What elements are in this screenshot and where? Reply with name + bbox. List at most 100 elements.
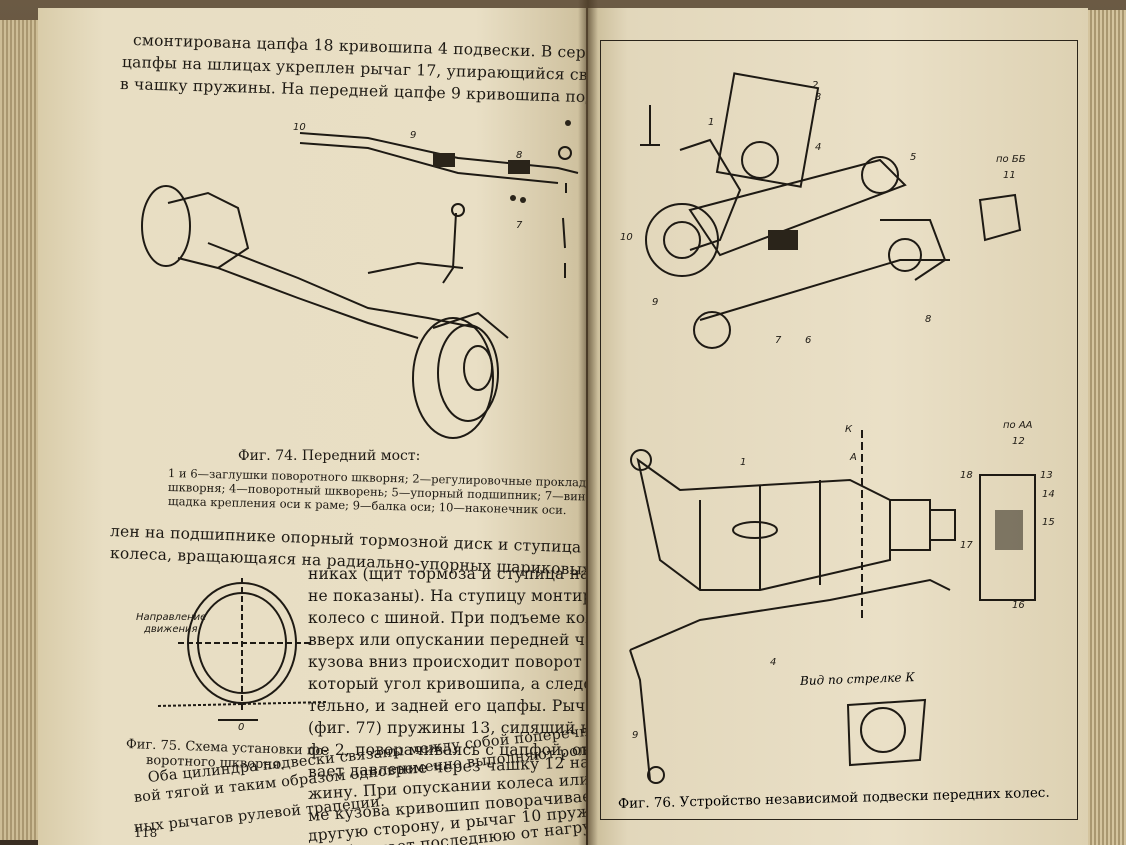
fig76-label: 6 xyxy=(805,335,811,346)
spring-cup xyxy=(741,141,779,179)
fig76-label: 7 xyxy=(775,335,782,346)
text-line: который угол кривошипа, а следова- xyxy=(308,675,586,693)
ground-line xyxy=(157,701,329,707)
fig74-front-axle-drawing: 10 9 8 7 xyxy=(141,120,579,439)
hub-cap xyxy=(463,345,493,391)
fig76-label: 10 xyxy=(620,232,633,243)
cylinder-nose xyxy=(930,509,956,541)
axle-beam xyxy=(207,242,479,329)
text-line: тельно, и задней его цапфы. Рычаг 10 xyxy=(308,697,586,715)
part-pins xyxy=(562,183,567,278)
fig75-kingpin-diagram: Направление движения 0 xyxy=(136,578,329,733)
left-page: смонтирована цапфа 18 кривошипа 4 подвес… xyxy=(38,8,586,845)
section-AA-body xyxy=(979,474,1036,601)
text-line: (фиг. 77) пружины 13, сидящий на цап- xyxy=(308,719,586,737)
knuckle-right xyxy=(432,311,509,339)
wheel-hub-right xyxy=(412,317,494,439)
ball-joint xyxy=(451,203,465,217)
spring-housing xyxy=(715,72,820,188)
axle-beam-exploded-edge xyxy=(299,142,559,184)
text-line: вверх или опускании передней части xyxy=(308,631,586,649)
fig76-label: 3 xyxy=(815,92,821,103)
cylinder-window xyxy=(732,521,778,539)
fig75-dir-label: движения xyxy=(143,624,198,635)
axle-beam-lower xyxy=(217,267,419,339)
section-AA-spring xyxy=(995,510,1023,550)
top-mount xyxy=(630,449,652,471)
section-88-label: по ББ xyxy=(996,154,1026,165)
wheel-hub-inner xyxy=(437,324,499,422)
link-end xyxy=(693,311,731,349)
bracket xyxy=(679,138,742,251)
fig74-label-7: 7 xyxy=(516,220,523,231)
fig76-label: 15 xyxy=(1042,517,1055,528)
fig76-label: 12 xyxy=(1012,436,1025,447)
fig76-label: К xyxy=(845,424,853,435)
spring-pad xyxy=(768,230,798,250)
view-K-circle xyxy=(860,707,906,753)
cylinder-ribs xyxy=(699,480,821,590)
ball-end xyxy=(647,766,665,784)
brake-disc-left xyxy=(141,185,191,267)
page-number: 118 xyxy=(134,826,158,840)
text-line: колесо с шиной. При подъеме колеса xyxy=(308,609,586,627)
fig74-label-8: 8 xyxy=(516,150,522,161)
text-line: фе 2, поворачиваясь с цапфой, оказы- xyxy=(308,741,586,759)
section-AA-label: по АА xyxy=(1003,420,1033,431)
fig74-title: Фиг. 74. Передний мост: xyxy=(238,448,421,464)
fig76-label: 4 xyxy=(815,142,821,153)
fig76-label: 4 xyxy=(770,657,776,668)
fig76-label: 9 xyxy=(632,730,638,741)
fig76-label: 11 xyxy=(1003,170,1016,181)
text-line: никах (щит тормоза и ступица на фиг. 74 xyxy=(308,565,586,583)
hub-disc xyxy=(645,203,719,277)
axle-beam-exploded xyxy=(299,132,579,174)
book-gutter xyxy=(578,0,598,845)
crank-arm xyxy=(688,158,907,257)
knuckle-bracket xyxy=(880,219,947,281)
steering-arm-lower xyxy=(629,649,651,781)
spring-pad xyxy=(433,153,455,167)
fig76-label: 13 xyxy=(1040,470,1053,481)
fig76-label: 18 xyxy=(960,470,973,481)
tie-rod xyxy=(367,261,464,274)
fig76-label: 17 xyxy=(960,540,973,551)
cylinder-end-cap xyxy=(889,499,931,551)
fig75-zero-label: 0 xyxy=(238,722,244,733)
fig76-label: 5 xyxy=(910,152,916,163)
part-screw xyxy=(510,195,516,201)
steering-arm xyxy=(442,212,457,284)
fig76-label: 1 xyxy=(708,117,714,128)
fig76-label: 8 xyxy=(925,314,931,325)
fig74-label-9: 9 xyxy=(410,130,416,141)
fig76-label: 16 xyxy=(1012,600,1025,611)
fig76-label: 9 xyxy=(652,297,658,308)
page-edges-right xyxy=(1084,10,1126,845)
hub-center xyxy=(663,221,701,259)
text-line: кузова вниз происходит поворот на не- xyxy=(308,653,586,671)
knuckle-pivot xyxy=(888,238,922,272)
part-screw xyxy=(565,120,571,126)
lower-arm xyxy=(629,578,951,651)
knuckle-left xyxy=(167,191,250,270)
part-screw xyxy=(520,197,526,203)
fig76-frame xyxy=(600,40,1078,820)
fig76-label: 14 xyxy=(1042,489,1055,500)
shock-mount xyxy=(640,105,660,146)
right-page xyxy=(588,8,1088,845)
part-ring xyxy=(558,146,572,160)
fig75-dir-label: Направление xyxy=(136,612,206,623)
spring-pad xyxy=(508,160,530,174)
fig76-label: 1 xyxy=(740,457,746,468)
suspension-cylinder xyxy=(636,457,891,591)
fig74-label-10: 10 xyxy=(293,122,306,133)
fig76-label: 2 xyxy=(812,80,818,91)
steering-link xyxy=(699,259,950,321)
text-line: не показаны). На ступицу монтируется xyxy=(308,587,586,605)
view-K-body xyxy=(846,698,927,767)
fig76-label: А xyxy=(849,452,857,463)
pivot xyxy=(861,156,899,194)
